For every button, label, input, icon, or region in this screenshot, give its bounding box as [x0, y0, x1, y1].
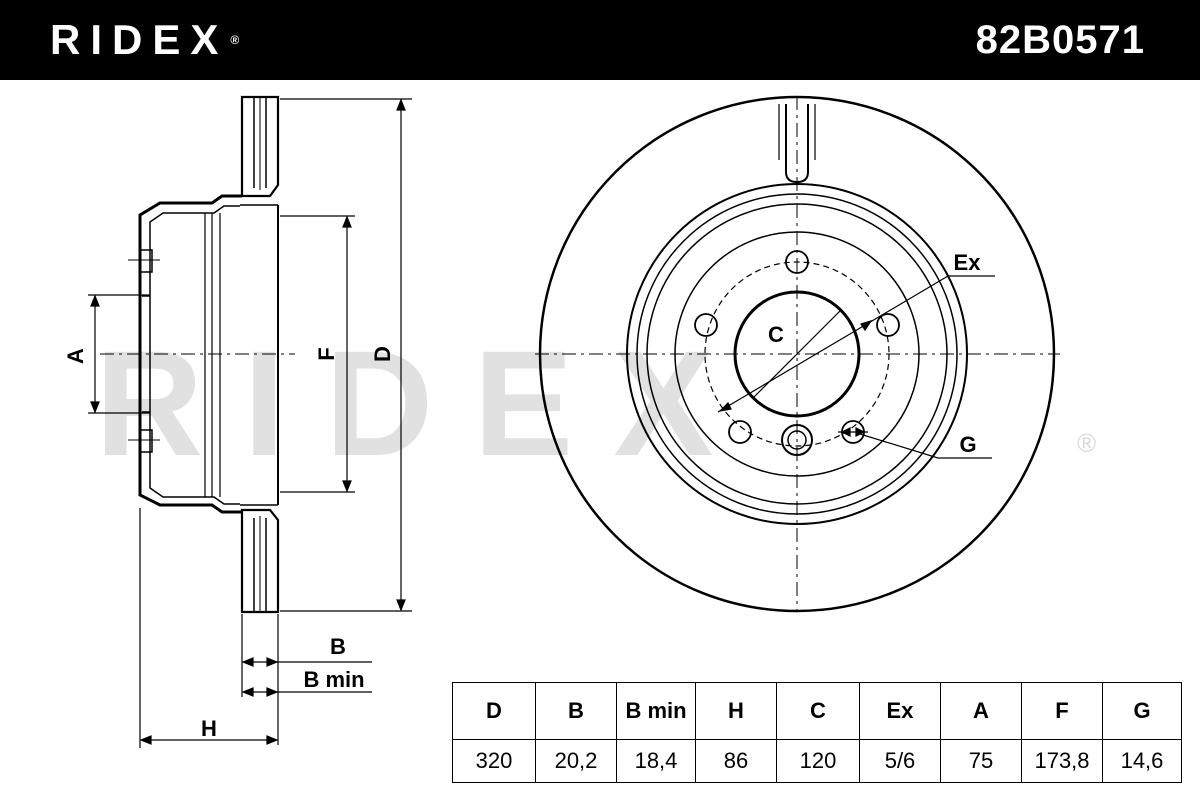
- spec-header-g: G: [1102, 682, 1182, 740]
- header-bar: RIDEX® 82B0571: [0, 0, 1200, 80]
- label-b-min: B min: [303, 667, 364, 692]
- spec-header-h: H: [695, 682, 777, 740]
- spec-value-d: 320: [452, 739, 536, 783]
- spec-value-a: 75: [940, 739, 1022, 783]
- spec-header-a: A: [940, 682, 1022, 740]
- hub-inner-wall: [149, 205, 240, 505]
- bolt-hole-2: [876, 313, 900, 337]
- spec-header-c: C: [776, 682, 860, 740]
- label-ex: Ex: [954, 250, 982, 275]
- hub-outer-wall: [138, 194, 242, 514]
- label-h: H: [201, 716, 217, 741]
- registered-mark: ®: [230, 33, 240, 47]
- dimension-d: [280, 98, 412, 612]
- dimension-c: [752, 309, 842, 399]
- label-g: G: [959, 432, 976, 457]
- lower-friction-ring: [240, 508, 280, 614]
- bolt-hole-4: [728, 420, 752, 444]
- watermark-registered: ®: [1077, 428, 1096, 458]
- watermark-text: RIDEX: [95, 319, 753, 487]
- spec-header-ex: Ex: [859, 682, 941, 740]
- watermark: RIDEX ®: [95, 319, 1096, 487]
- dimension-b: [241, 614, 372, 745]
- spec-table: D B B min H C Ex A F G 320 20,2 18,4 86 …: [452, 682, 1182, 783]
- label-d: D: [370, 346, 395, 362]
- spec-header-b-min: B min: [616, 682, 696, 740]
- spec-value-b-min: 18,4: [616, 739, 696, 783]
- spec-header-b: B: [535, 682, 617, 740]
- part-number: 82B0571: [975, 18, 1145, 62]
- side-section-view: [128, 95, 280, 614]
- dimension-f: [280, 215, 355, 493]
- brand-text: RIDEX: [50, 16, 229, 63]
- dimension-g: [838, 427, 992, 459]
- spec-header-f: F: [1021, 682, 1103, 740]
- spec-value-ex: 5/6: [859, 739, 941, 783]
- spec-value-h: 86: [695, 739, 777, 783]
- dimension-a: [88, 294, 150, 414]
- label-a: A: [63, 348, 88, 364]
- dimension-h: [139, 508, 279, 748]
- dimension-b-min: [241, 687, 372, 697]
- label-f: F: [314, 347, 339, 360]
- spec-value-row: 320 20,2 18,4 86 120 5/6 75 173,8 14,6: [452, 739, 1182, 783]
- spec-value-g: 14,6: [1102, 739, 1182, 783]
- spec-header-d: D: [452, 682, 536, 740]
- label-c: C: [768, 322, 784, 347]
- label-b: B: [330, 634, 346, 659]
- bolt-hole-5: [694, 313, 718, 337]
- brand-logo: RIDEX®: [50, 14, 239, 66]
- spec-value-c: 120: [776, 739, 860, 783]
- upper-friction-ring: [240, 95, 280, 198]
- spec-value-f: 173,8: [1021, 739, 1103, 783]
- dimension-ex: [717, 275, 995, 413]
- spec-header-row: D B B min H C Ex A F G: [452, 682, 1182, 740]
- front-view: [535, 95, 1060, 613]
- spec-value-b: 20,2: [535, 739, 617, 783]
